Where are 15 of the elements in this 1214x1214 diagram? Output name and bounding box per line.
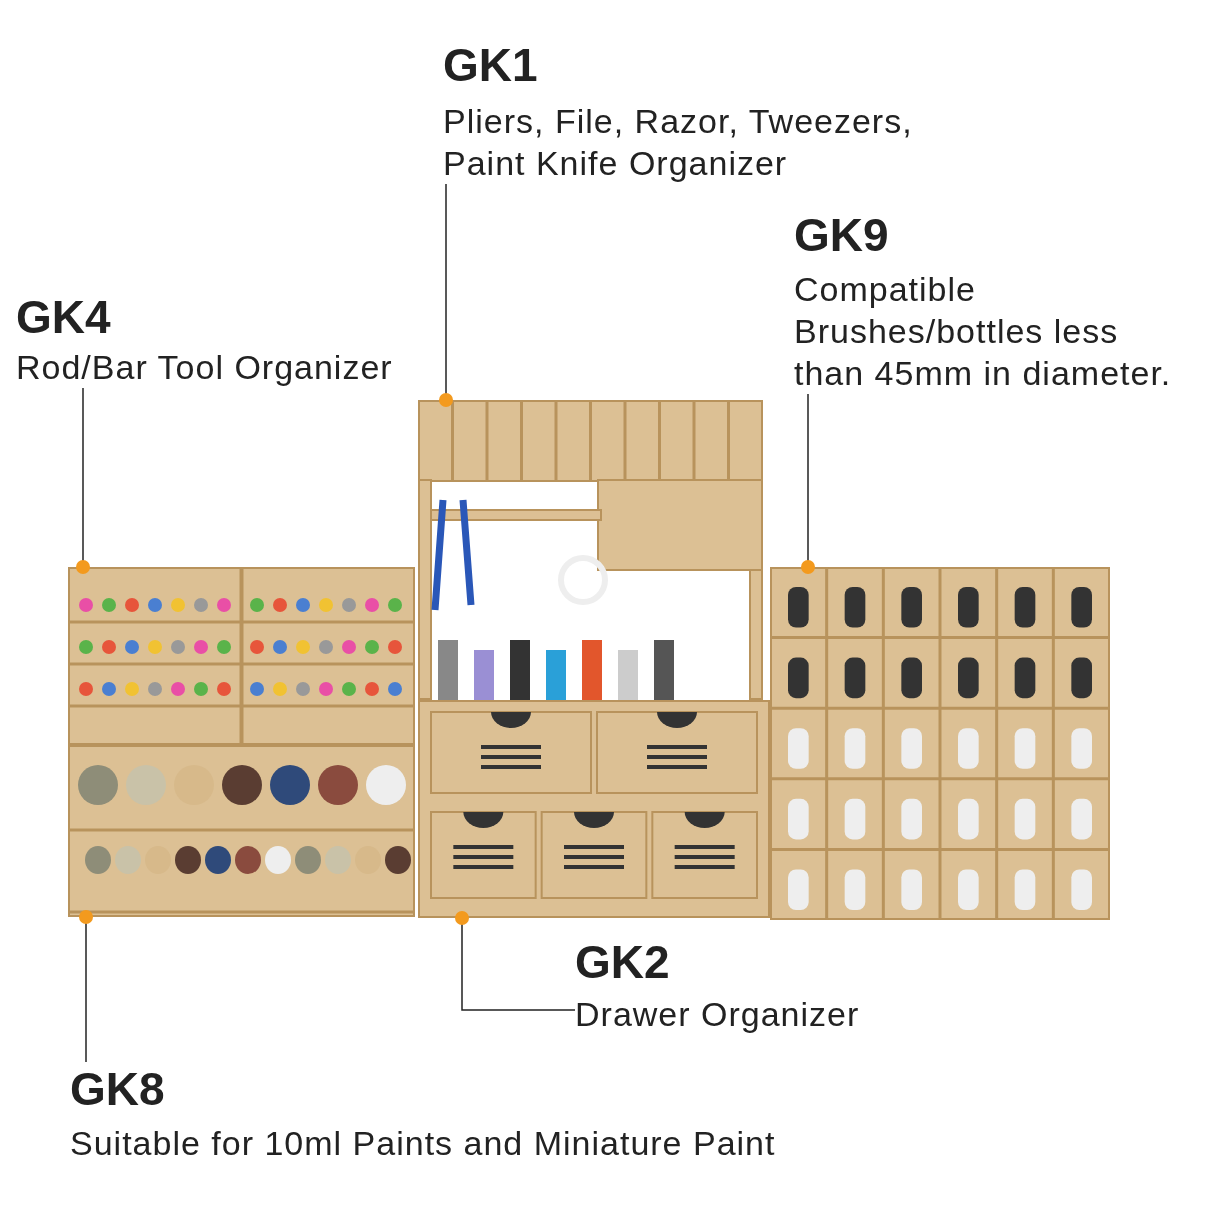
callout-text: Compatible Brushes/bottles less than 45mm in diameter. [794, 269, 1173, 394]
leader-line [76, 387, 90, 574]
callout-heading: GK1 [443, 38, 538, 92]
callout-heading: GK2 [575, 935, 670, 989]
callout-heading: GK8 [70, 1062, 165, 1116]
callout-text: Rod/Bar Tool Organizer [16, 347, 394, 388]
leader-line [79, 910, 93, 1063]
leader-line [439, 183, 453, 407]
leader-line [455, 911, 576, 1011]
callout-text: Suitable for 10ml Paints and Miniature Paint [70, 1123, 777, 1164]
callout-text: Drawer Organizer [575, 994, 861, 1035]
callout-heading: GK9 [794, 208, 889, 262]
leader-line [801, 393, 815, 574]
callout-heading: GK4 [16, 290, 111, 344]
callout-text: Pliers, File, Razor, Tweezers, Paint Knife Organizer [443, 101, 914, 184]
